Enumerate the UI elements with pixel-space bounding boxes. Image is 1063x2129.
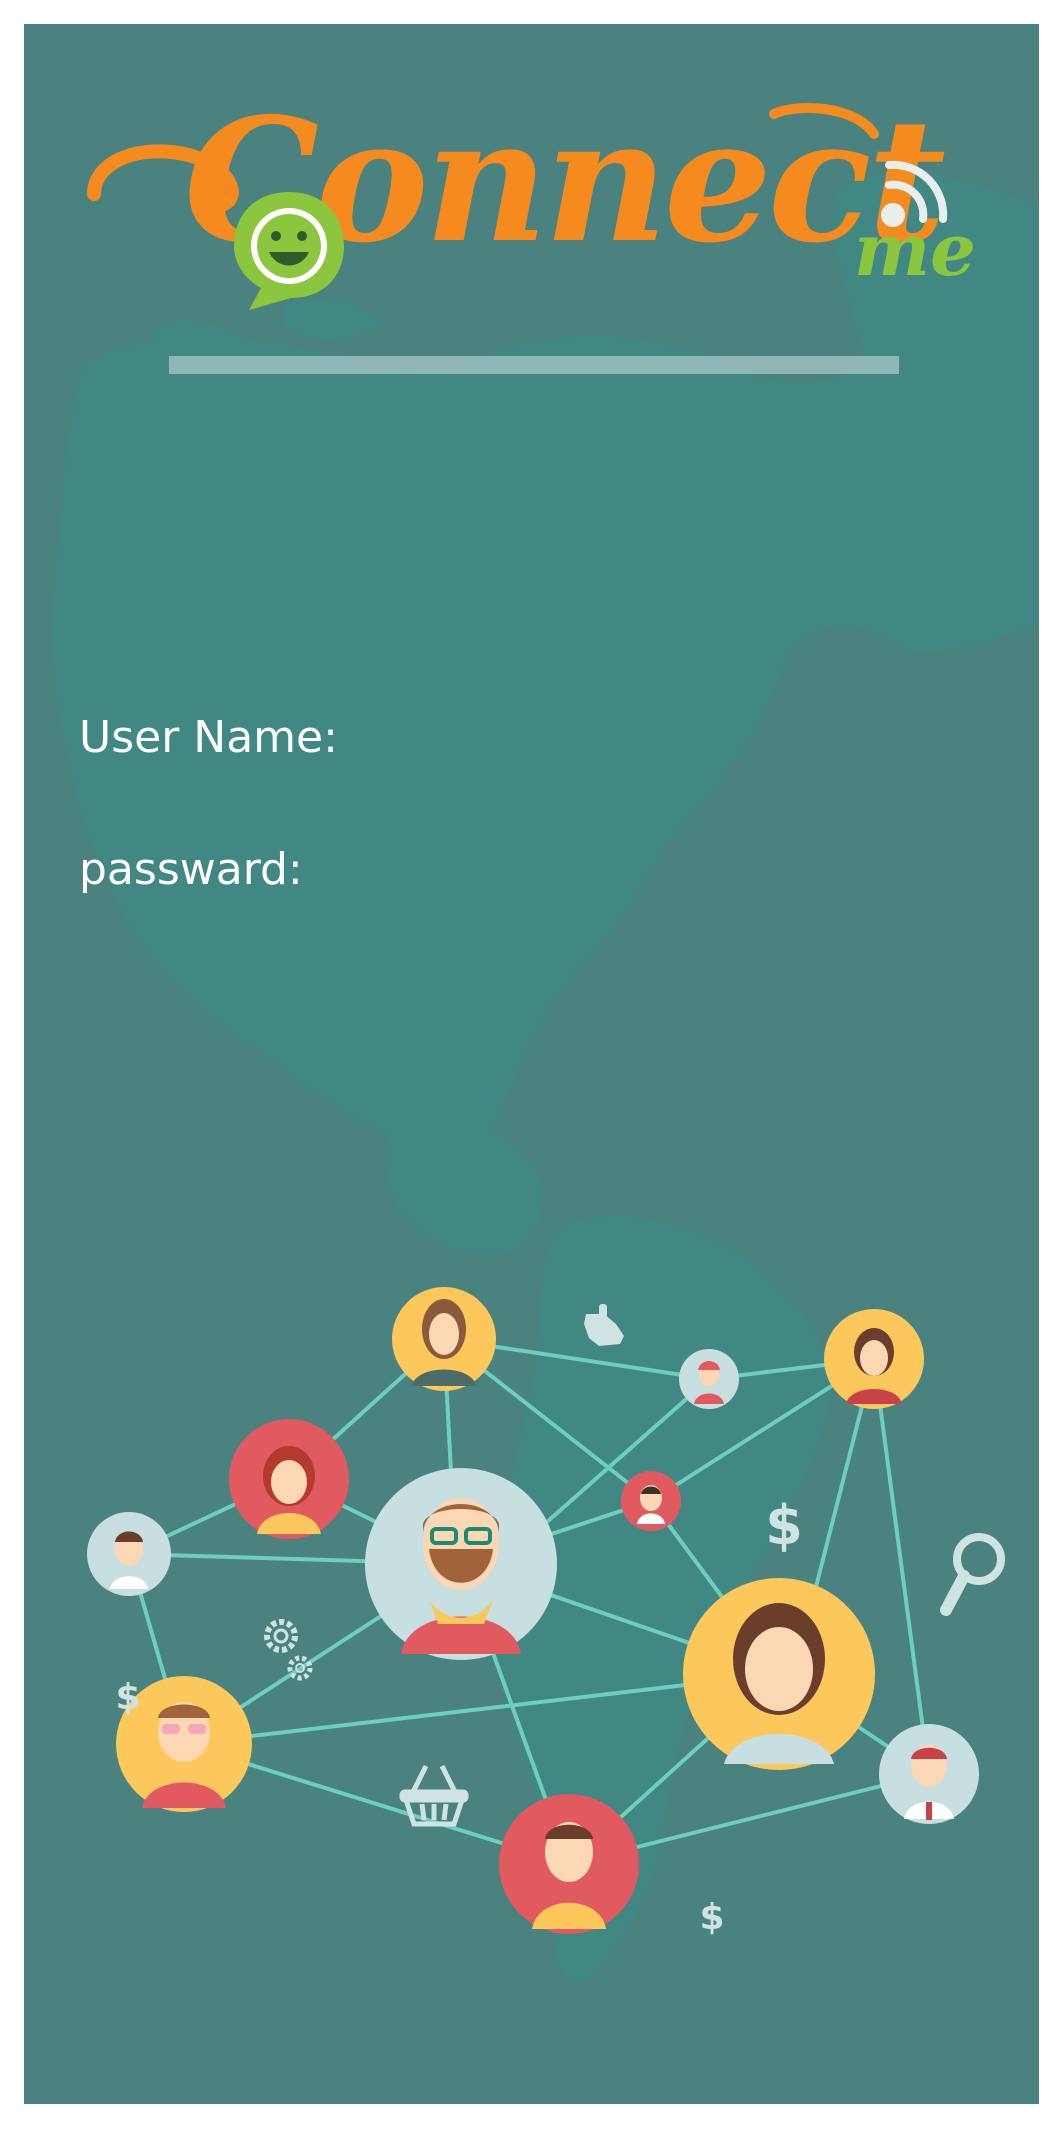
avatar	[824, 1309, 924, 1409]
thumbs-up-icon	[584, 1304, 624, 1346]
logo-swash-icon	[87, 103, 879, 213]
avatar	[229, 1419, 349, 1539]
login-screen: Connect me User Name: passward:	[24, 24, 1039, 2104]
wifi-signal-icon	[881, 160, 948, 227]
avatar	[879, 1724, 979, 1824]
dollar-icon: $	[699, 1897, 724, 1938]
avatar	[392, 1287, 496, 1391]
username-label: User Name:	[79, 712, 338, 763]
dollar-icon: $	[765, 1494, 803, 1557]
username-input[interactable]	[354, 714, 968, 776]
gears-icon	[264, 1619, 313, 1681]
logo-divider	[169, 356, 899, 374]
smiley-chat-icon	[234, 192, 344, 310]
connect-me-logo: Connect me	[74, 84, 994, 344]
avatar	[499, 1794, 639, 1934]
password-label: passward:	[79, 844, 303, 895]
basket-icon	[399, 1764, 469, 1827]
search-icon	[940, 1533, 1005, 1616]
avatar	[365, 1468, 557, 1660]
avatar	[87, 1512, 171, 1596]
avatar	[621, 1471, 681, 1531]
password-input[interactable]	[314, 846, 968, 908]
avatar	[679, 1349, 739, 1409]
logo-suffix: me	[854, 207, 976, 292]
avatar	[683, 1578, 875, 1770]
dollar-icon: $	[115, 1677, 140, 1718]
social-network-illustration: $ $ $	[87, 1287, 1005, 1938]
avatar	[116, 1676, 252, 1812]
